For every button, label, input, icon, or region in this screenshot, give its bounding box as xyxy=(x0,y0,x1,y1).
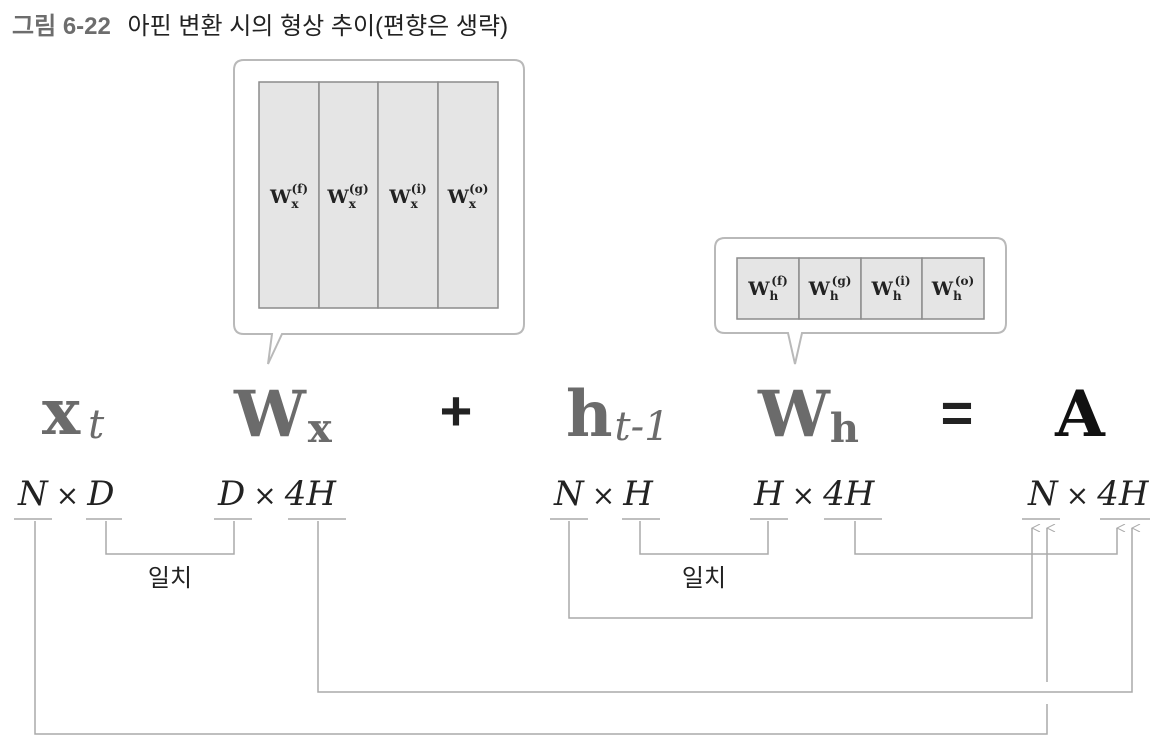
wx-block-o-sub: x xyxy=(469,197,477,211)
term-wx-base: W xyxy=(233,377,307,452)
shape-wh-right: 4H xyxy=(822,474,876,514)
wh-block-o-base: W xyxy=(931,278,954,300)
wx-blocks: Wx(f) Wx(g) Wx(i) Wx(o) xyxy=(258,81,499,309)
wh-blocks: Wh(f) Wh(g) Wh(i) Wh(o) xyxy=(736,257,985,320)
figure-number: 그림 6-22 xyxy=(12,13,111,40)
wx-block-i-base: W xyxy=(388,186,411,208)
svg-text:Wx(o): Wx(o) xyxy=(447,182,489,211)
match-bracket-d xyxy=(105,521,235,555)
link-ht1-n-to-a-n xyxy=(568,521,1032,619)
shape-wh-op: × xyxy=(792,479,815,512)
connectors xyxy=(34,521,1132,735)
wx-block-f-base: W xyxy=(269,186,292,208)
svg-text:Wh(o): Wh(o) xyxy=(931,274,974,303)
shape-wx: D×4H xyxy=(217,474,337,514)
link-xt-n-to-a-n xyxy=(34,521,1048,735)
wh-bubble: Wh(f) Wh(g) Wh(i) Wh(o) xyxy=(714,237,1007,365)
wx-block-g-sup: (g) xyxy=(349,182,369,196)
term-xt-sub: t xyxy=(88,402,105,448)
match-label-d: 일치 xyxy=(148,565,192,592)
wh-block-i-sub: h xyxy=(893,289,902,303)
wx-block-g: Wx(g) xyxy=(318,81,379,309)
link-wh-4h-to-a-4h xyxy=(854,521,1117,555)
match-label-h: 일치 xyxy=(682,565,726,592)
term-wx-sub: x xyxy=(308,405,333,452)
wh-block-i-sup: (i) xyxy=(895,274,911,288)
match-bracket-h xyxy=(639,521,769,555)
wh-block-f-base: W xyxy=(747,278,770,300)
svg-text:Wh(f): Wh(f) xyxy=(747,274,788,303)
shape-xt-op: × xyxy=(56,479,79,512)
shape-labels: N×D D×4H N×H H×4H N×4H xyxy=(17,474,1150,514)
svg-text:Wh(g): Wh(g) xyxy=(808,274,852,303)
shape-ht1-right: H xyxy=(622,474,654,514)
shape-ht1: N×H xyxy=(553,474,654,514)
wh-block-f-sub: h xyxy=(770,289,779,303)
shape-wx-left: D xyxy=(217,474,245,514)
term-wh: Wh xyxy=(757,377,859,452)
wx-block-f: Wx(f) xyxy=(258,81,320,309)
wx-bubble: Wx(f) Wx(g) Wx(i) Wx(o) xyxy=(233,59,525,365)
shape-a-op: × xyxy=(1066,479,1089,512)
wx-block-o: Wx(o) xyxy=(437,81,499,309)
term-wh-base: W xyxy=(757,377,831,452)
wh-block-g-sub: h xyxy=(830,289,839,303)
term-ht1-base: h xyxy=(566,377,613,452)
shape-xt: N×D xyxy=(17,474,114,514)
wx-block-f-sub: x xyxy=(291,197,299,211)
wh-block-o-sup: (o) xyxy=(955,274,974,288)
term-xt-base: x xyxy=(42,375,81,450)
wh-block-o: Wh(o) xyxy=(921,257,985,320)
term-ht1-sub: t-1 xyxy=(615,404,670,450)
shape-xt-right: D xyxy=(86,474,114,514)
shape-ht1-op: × xyxy=(592,479,615,512)
wh-block-g-base: W xyxy=(808,278,831,300)
wh-block-o-sub: h xyxy=(953,289,962,303)
wx-block-g-base: W xyxy=(326,186,349,208)
shape-wh-left: H xyxy=(753,474,785,514)
wx-block-o-base: W xyxy=(447,186,470,208)
wx-block-i: Wx(i) xyxy=(377,81,439,309)
shape-wx-right: 4H xyxy=(284,474,338,514)
wx-block-g-sub: x xyxy=(349,197,357,211)
wx-block-i-sub: x xyxy=(411,197,419,211)
plus-sign: + xyxy=(440,379,473,442)
shape-wx-op: × xyxy=(253,479,276,512)
term-wh-sub: h xyxy=(830,405,859,452)
wx-block-o-sup: (o) xyxy=(469,182,488,196)
wx-block-f-sup: (f) xyxy=(291,182,308,196)
shape-a-right: 4H xyxy=(1096,474,1150,514)
shape-xt-left: N xyxy=(17,474,49,514)
wh-block-f: Wh(f) xyxy=(736,257,800,320)
wh-block-i: Wh(i) xyxy=(860,257,923,320)
shape-a-left: N xyxy=(1027,474,1059,514)
svg-text:Wx(f): Wx(f) xyxy=(269,182,308,211)
shape-ht1-left: N xyxy=(553,474,585,514)
link-wx-4h-to-a-4h xyxy=(317,521,1132,693)
equals-sign: = xyxy=(941,381,974,444)
figure-caption: 아핀 변환 시의 형상 추이(편향은 생략) xyxy=(128,13,509,40)
wh-block-f-sup: (f) xyxy=(771,274,788,288)
svg-text:Wx(g): Wx(g) xyxy=(326,182,368,211)
wx-block-i-sup: (i) xyxy=(411,182,427,196)
svg-text:Wx(i): Wx(i) xyxy=(388,182,426,211)
figure-title: 그림 6-22 아핀 변환 시의 형상 추이(편향은 생략) xyxy=(12,13,508,40)
wh-block-g-sup: (g) xyxy=(832,274,852,288)
shape-wh: H×4H xyxy=(753,474,876,514)
wh-block-i-base: W xyxy=(871,278,894,300)
term-ht1: ht-1 xyxy=(566,377,670,452)
svg-text:Wh(i): Wh(i) xyxy=(871,274,911,303)
wh-block-g: Wh(g) xyxy=(798,257,862,320)
term-a: A xyxy=(1054,377,1106,452)
term-wx: Wx xyxy=(233,377,333,452)
shape-a: N×4H xyxy=(1027,474,1150,514)
